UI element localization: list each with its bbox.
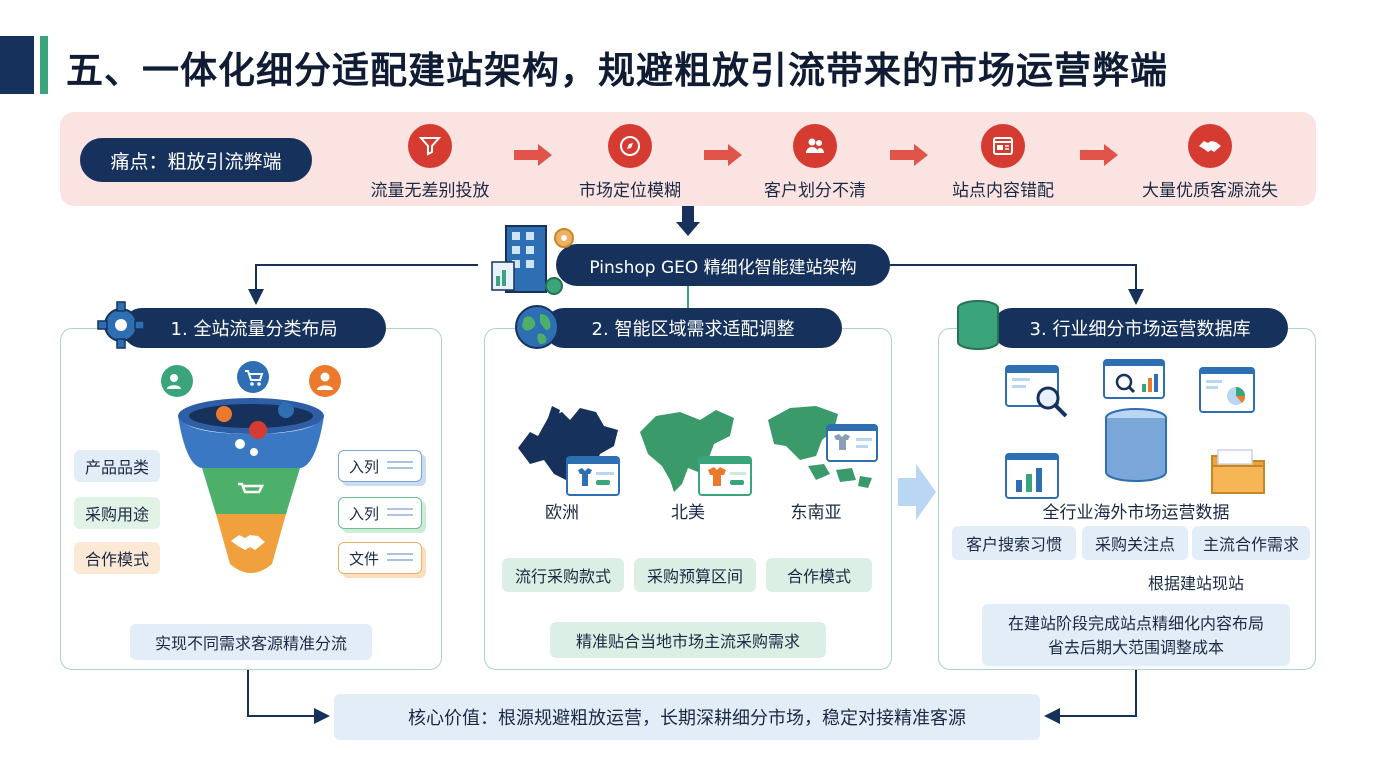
- category-tag: 采购用途: [74, 497, 160, 529]
- southeast-asia-map: [768, 406, 872, 488]
- section-1-title: 1. 全站流量分类布局: [122, 308, 386, 348]
- folder-icon: [1211, 449, 1265, 494]
- pain-item: 客户划分不清: [730, 124, 900, 201]
- section-3-result-line: 省去后期大范围调整成本: [1047, 638, 1224, 657]
- file-card: 文件: [338, 542, 422, 574]
- list-card-label: 入列: [349, 457, 380, 476]
- traffic-funnel: [178, 398, 324, 573]
- database-icon: [957, 300, 999, 350]
- arrow-right-icon: [704, 144, 742, 166]
- database-label: 全行业海外市场运营数据: [1042, 503, 1230, 523]
- section-2-title: 2. 智能区域需求适配调整: [544, 308, 842, 348]
- hub-label: Pinshop GEO 精细化智能建站架构: [556, 244, 890, 286]
- pain-item-label: 站点内容错配: [952, 181, 1054, 201]
- user-group-icon: [161, 365, 193, 397]
- building-icon: [491, 225, 574, 295]
- file-card-label: 文件: [349, 549, 380, 568]
- bar-chart-screen-icon: [1005, 453, 1059, 499]
- webpage-icon: [981, 124, 1025, 168]
- section-3-title: 3. 行业细分市场运营数据库: [992, 308, 1288, 348]
- user-icon: [309, 365, 341, 397]
- central-database-icon: [1105, 408, 1167, 483]
- cart-icon: [237, 361, 269, 393]
- pain-item-label: 市场定位模糊: [579, 181, 681, 201]
- north-america-map: [640, 410, 734, 492]
- arrow-right-icon: [514, 144, 552, 166]
- pain-item: 站点内容错配: [918, 124, 1088, 201]
- data-tag: 采购关注点: [1082, 526, 1188, 560]
- category-tag: 合作模式: [74, 542, 160, 574]
- arrow-right-icon: [890, 144, 928, 166]
- title-accent-bar: [0, 36, 34, 94]
- region-label-north-america: 北美: [671, 503, 705, 523]
- region-label-europe: 欧洲: [545, 503, 579, 523]
- basis-label: 根据建站现站: [1148, 574, 1245, 593]
- region-label-southeast-asia: 东南亚: [790, 503, 842, 523]
- page-title: 五、一体化细分适配建站架构，规避粗放引流带来的市场运营弊端: [66, 49, 1168, 92]
- handshake-icon: [1188, 124, 1232, 168]
- data-tag: 客户搜索习惯: [952, 526, 1076, 560]
- demand-tag: 合作模式: [766, 558, 872, 592]
- users-icon: [793, 124, 837, 168]
- pain-item: 大量优质客源流失: [1125, 124, 1295, 201]
- list-card: 入列: [338, 497, 422, 529]
- gear-icon: [97, 301, 145, 349]
- globe-icon: [515, 305, 559, 349]
- search-screen-icon: [1005, 365, 1068, 418]
- product-card-icon: [698, 456, 752, 496]
- section-2-result: 精准贴合当地市场主流采购需求: [550, 622, 826, 658]
- section-1-result: 实现不同需求客源精准分流: [130, 624, 372, 660]
- funnel-icon: [408, 124, 452, 168]
- product-card-icon: [826, 424, 878, 462]
- demand-tag: 采购预算区间: [634, 558, 756, 592]
- pain-item: 流量无差别投放: [345, 124, 515, 201]
- data-tag: 主流合作需求: [1192, 526, 1310, 560]
- pain-item: 市场定位模糊: [545, 124, 715, 201]
- compass-icon: [608, 124, 652, 168]
- demand-tag: 流行采购款式: [502, 558, 624, 592]
- category-tag: 产品品类: [74, 450, 160, 482]
- product-card-icon: [566, 456, 620, 496]
- section-3-result-line: 在建站阶段完成站点精细化内容布局: [1007, 614, 1264, 633]
- pain-item-label: 流量无差别投放: [370, 181, 490, 201]
- title-accent-stripe: [40, 36, 48, 94]
- report-screen-icon: [1199, 367, 1255, 413]
- section-2-panel: [484, 328, 892, 670]
- pain-item-label: 客户划分不清: [764, 181, 866, 201]
- pain-item-label: 大量优质客源流失: [1142, 181, 1278, 201]
- list-card-label: 入列: [349, 504, 380, 523]
- list-card: 入列: [338, 450, 422, 482]
- core-value-banner: 核心价值：根源规避粗放运营，长期深耕细分市场，稳定对接精准客源: [334, 694, 1040, 740]
- arrow-right-icon: [1080, 144, 1118, 166]
- section-3-result: 在建站阶段完成站点精细化内容布局 省去后期大范围调整成本: [982, 604, 1290, 666]
- analytics-screen-icon: [1103, 359, 1165, 399]
- pain-point-label: 痛点：粗放引流弊端: [80, 138, 312, 182]
